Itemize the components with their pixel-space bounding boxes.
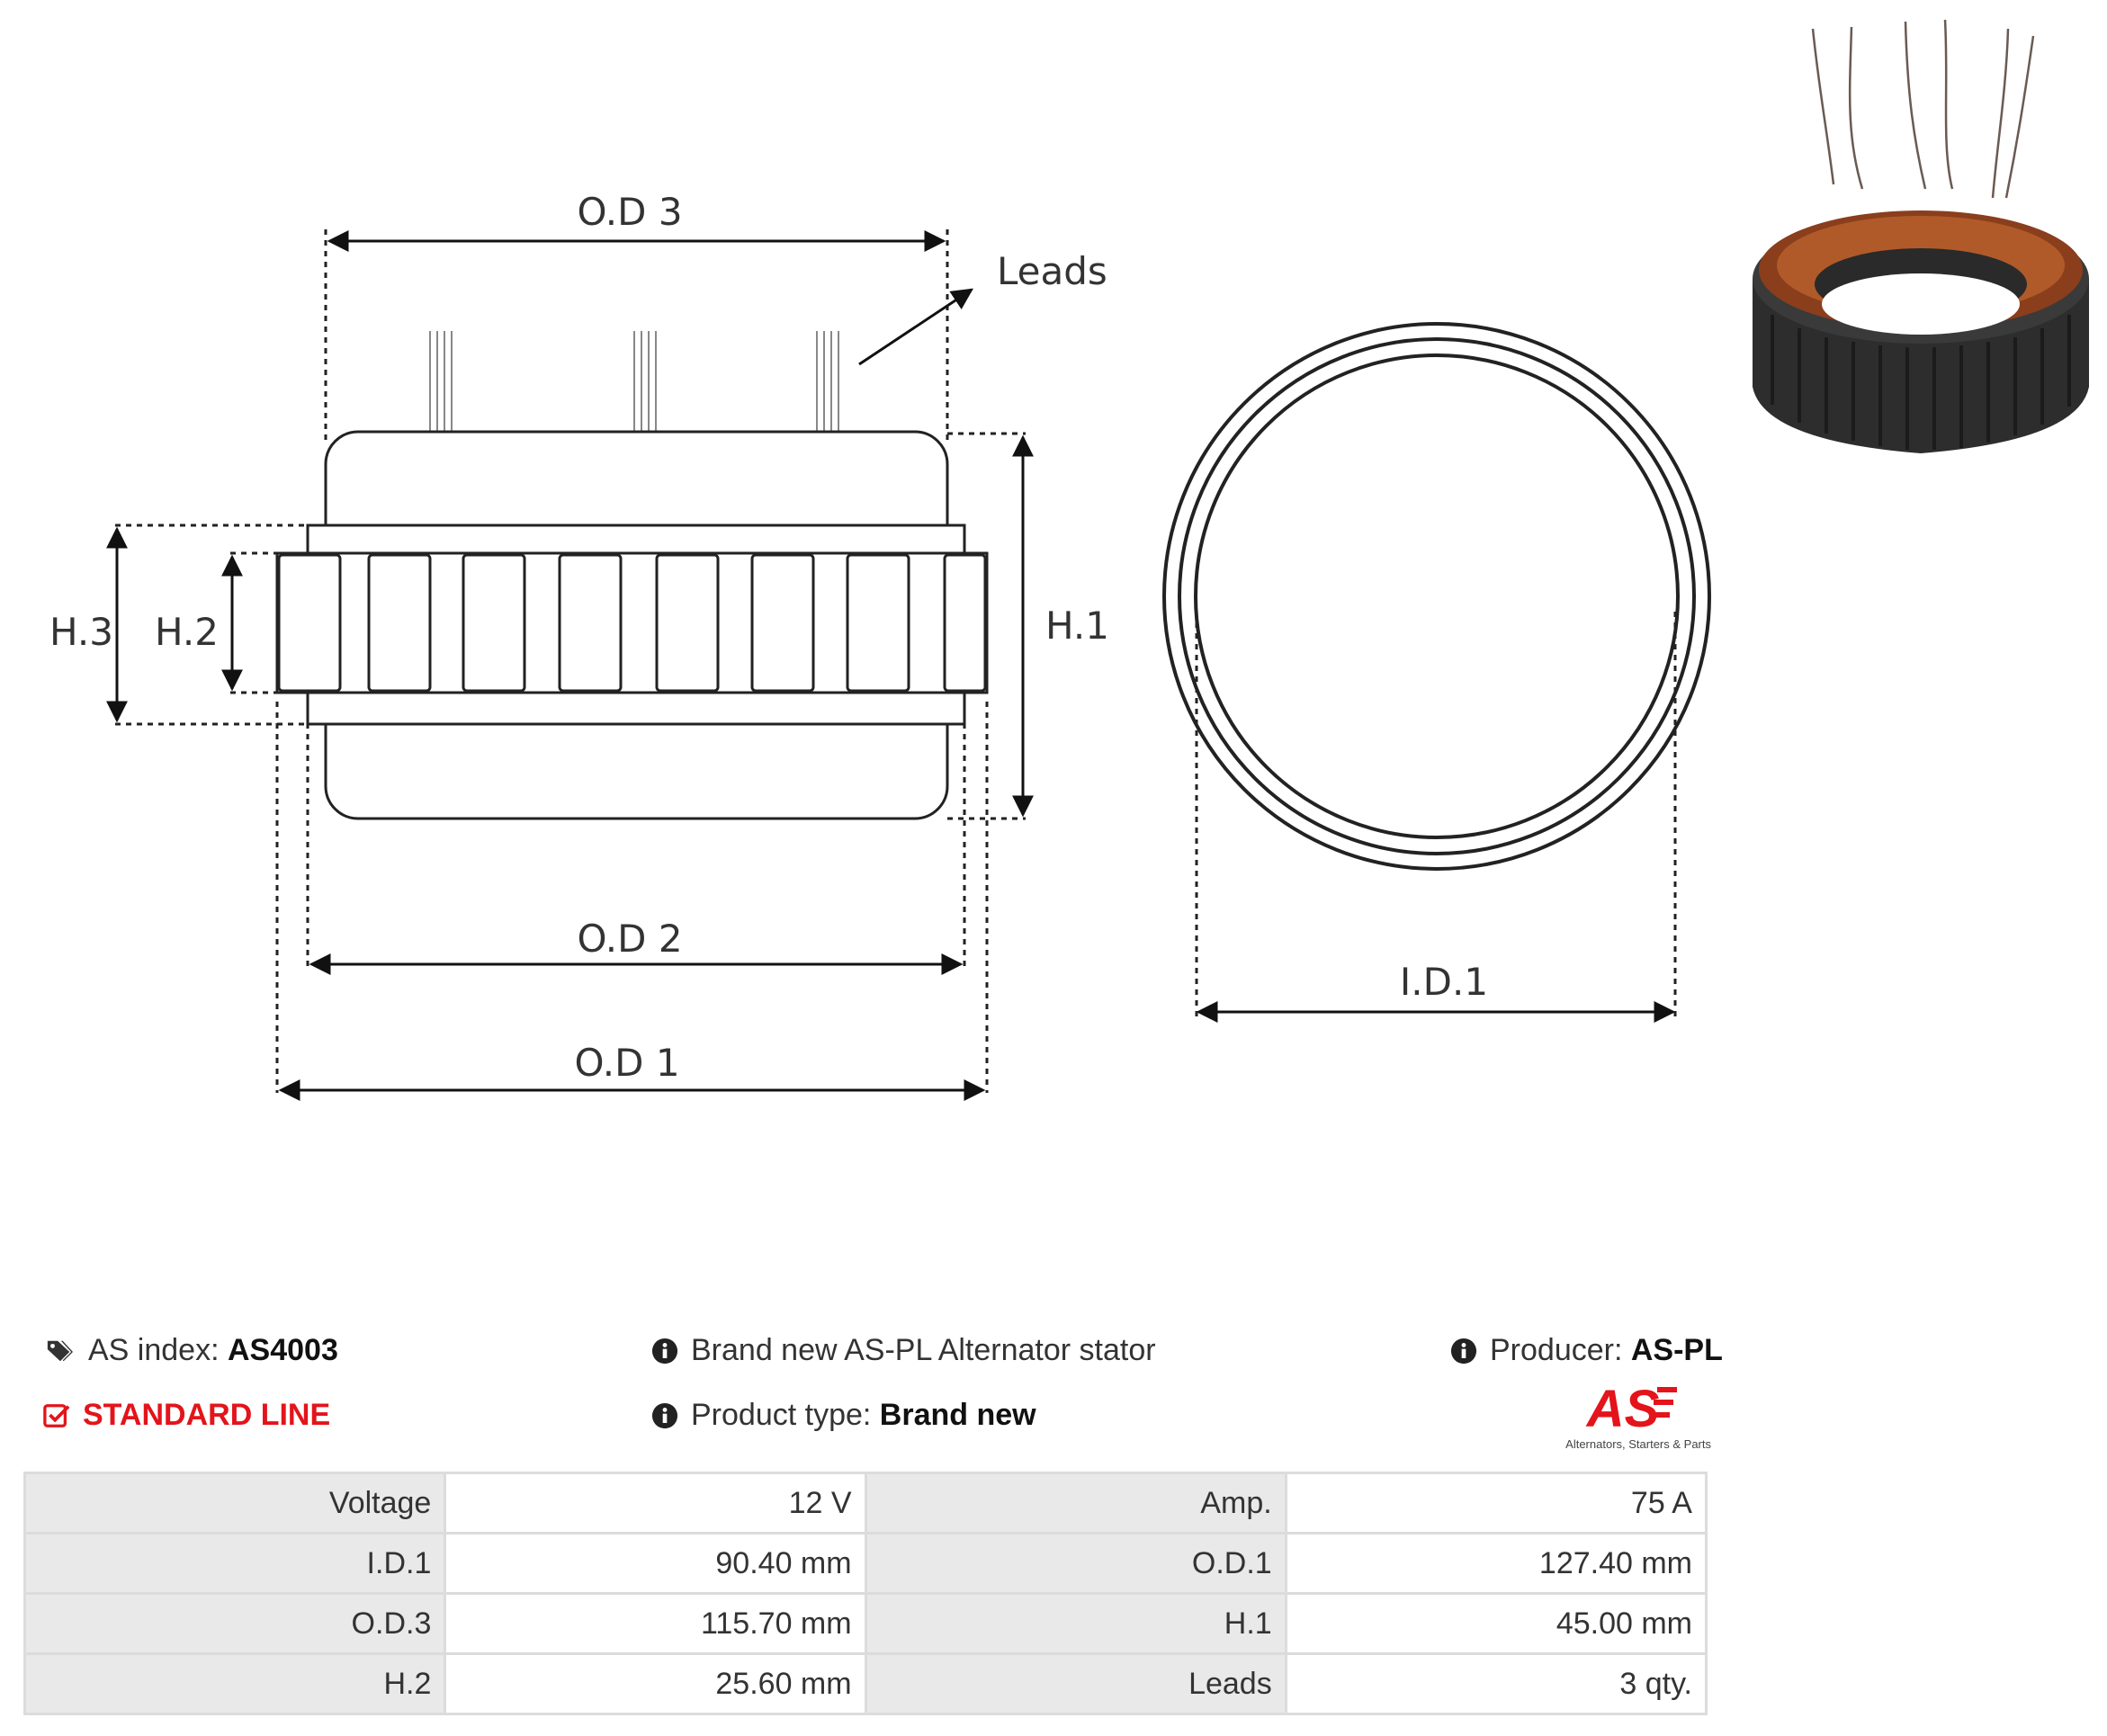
spec-key: Leads bbox=[864, 1652, 1287, 1715]
description-text: Brand new AS-PL Alternator stator bbox=[691, 1333, 1156, 1367]
spec-value: 75 A bbox=[1284, 1472, 1708, 1535]
stator-top-view bbox=[1162, 322, 1711, 871]
spec-key: H.2 bbox=[22, 1652, 447, 1715]
product-type-label: Product type: bbox=[691, 1398, 872, 1432]
product-type: Product type: Brand new bbox=[651, 1398, 1036, 1433]
logo-mark: AS bbox=[1585, 1380, 1660, 1438]
photo-lead-wires bbox=[1811, 19, 2035, 199]
producer: Producer: AS-PL bbox=[1450, 1333, 1723, 1368]
logo-tagline: Alternators, Starters & Parts bbox=[1565, 1437, 1711, 1451]
stator-side-view bbox=[275, 430, 989, 820]
stator-technical-drawing: O.D 3 Leads H.3 H.2 H.1 O.D 2 O.D 1 I.D.… bbox=[49, 190, 1711, 1101]
product-description: Brand new AS-PL Alternator stator bbox=[651, 1333, 1156, 1368]
info-icon bbox=[1450, 1338, 1477, 1364]
label-leads: Leads bbox=[997, 249, 1107, 293]
as-index-value: AS4003 bbox=[227, 1333, 338, 1367]
stator-teeth-photo bbox=[1771, 315, 2071, 450]
spec-value: 25.60 mm bbox=[444, 1652, 867, 1715]
spec-value: 12 V bbox=[444, 1472, 867, 1535]
table-row: H.2 25.60 mm Leads 3 qty. bbox=[22, 1652, 1708, 1715]
stator-product-photo bbox=[1753, 19, 2089, 453]
as-pl-logo: AS Alternators, Starters & Parts bbox=[1565, 1380, 1711, 1451]
spec-value: 45.00 mm bbox=[1284, 1592, 1708, 1655]
info-icon bbox=[651, 1402, 678, 1428]
table-row: O.D.3 115.70 mm H.1 45.00 mm bbox=[22, 1592, 1708, 1655]
info-icon bbox=[651, 1338, 678, 1364]
spec-key: Amp. bbox=[864, 1472, 1287, 1535]
label-id1: I.D.1 bbox=[1400, 960, 1488, 1004]
label-h1: H.1 bbox=[1045, 604, 1109, 648]
spec-key: I.D.1 bbox=[22, 1532, 447, 1595]
table-row: I.D.1 90.40 mm O.D.1 127.40 mm bbox=[22, 1532, 1708, 1595]
lead-wires bbox=[429, 331, 839, 432]
label-od3: O.D 3 bbox=[577, 190, 682, 234]
as-index-label: AS index: bbox=[88, 1333, 220, 1367]
table-row: Voltage 12 V Amp. 75 A bbox=[22, 1472, 1708, 1535]
label-od2: O.D 2 bbox=[577, 917, 682, 961]
product-type-value: Brand new bbox=[879, 1398, 1036, 1432]
spec-table: Voltage 12 V Amp. 75 A I.D.1 90.40 mm O.… bbox=[22, 1472, 1708, 1715]
spec-key: O.D.3 bbox=[22, 1592, 447, 1655]
spec-key: O.D.1 bbox=[864, 1532, 1287, 1595]
spec-value: 115.70 mm bbox=[444, 1592, 867, 1655]
spec-key: H.1 bbox=[864, 1592, 1287, 1655]
spec-key: Voltage bbox=[22, 1472, 447, 1535]
tags-icon bbox=[47, 1340, 73, 1361]
dimension-arrows bbox=[106, 230, 1676, 1101]
leads-pointer bbox=[858, 288, 973, 366]
standard-line-text: STANDARD LINE bbox=[83, 1398, 331, 1432]
spec-value: 127.40 mm bbox=[1284, 1532, 1708, 1595]
standard-line-badge: STANDARD LINE bbox=[43, 1398, 330, 1433]
spec-value: 90.40 mm bbox=[444, 1532, 867, 1595]
producer-value: AS-PL bbox=[1630, 1333, 1723, 1367]
extension-lines bbox=[115, 229, 1026, 1093]
checkbox-checked-icon bbox=[43, 1403, 70, 1427]
label-h2: H.2 bbox=[155, 610, 219, 654]
spec-value: 3 qty. bbox=[1284, 1652, 1708, 1715]
label-od1: O.D 1 bbox=[574, 1041, 679, 1085]
id1-extension-lines bbox=[1195, 612, 1677, 1021]
as-index: AS index: AS4003 bbox=[43, 1333, 338, 1368]
stator-body-photo bbox=[1753, 210, 2089, 453]
producer-label: Producer: bbox=[1490, 1333, 1623, 1367]
label-h3: H.3 bbox=[49, 610, 113, 654]
